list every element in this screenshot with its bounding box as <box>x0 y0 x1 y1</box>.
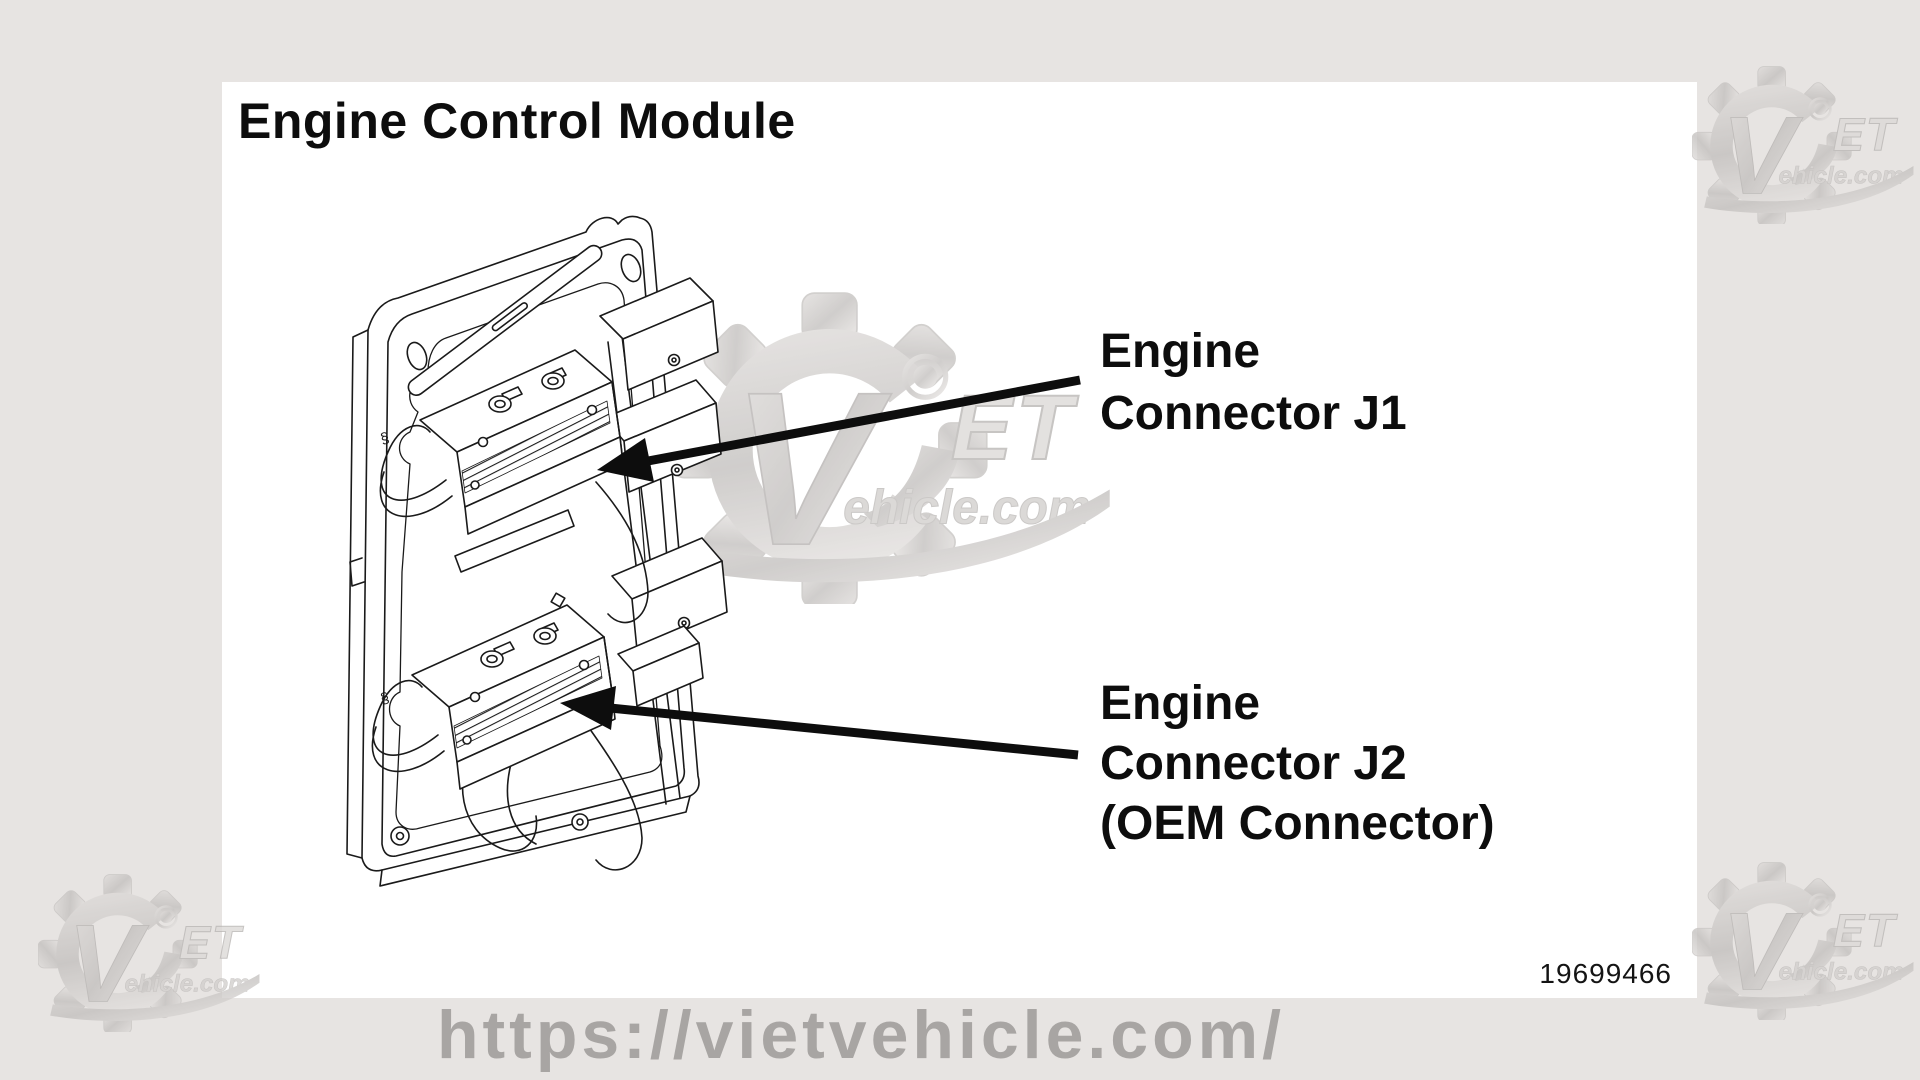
callout-j1-line: Engine <box>1100 325 1261 378</box>
callout-j2-line: (OEM Connector) <box>1100 797 1495 850</box>
watermark-bottom-right <box>1692 860 1917 1020</box>
callout-label-j2: Engine Connector J2 (OEM Connector) <box>1100 674 1495 854</box>
top-rail <box>407 244 603 396</box>
callout-arrow-j1 <box>597 375 1081 482</box>
url-watermark-banner: https://vietvehicle.com/ <box>437 997 1285 1073</box>
mounting-hole <box>406 341 428 371</box>
mounting-hole <box>620 253 642 283</box>
figure-number: 19699466 <box>1539 958 1672 989</box>
figure-title: Engine Control Module <box>238 93 796 149</box>
callout-j2-line: Engine <box>1100 677 1261 730</box>
watermark-top-right <box>1692 64 1917 224</box>
callout-arrows <box>560 375 1081 760</box>
callout-arrow-j2 <box>560 686 1079 760</box>
callout-label-j1: Engine Connector J1 <box>1100 321 1407 445</box>
callout-j2-line: Connector J2 <box>1100 737 1407 790</box>
callout-j1-line: Connector J1 <box>1100 387 1407 440</box>
